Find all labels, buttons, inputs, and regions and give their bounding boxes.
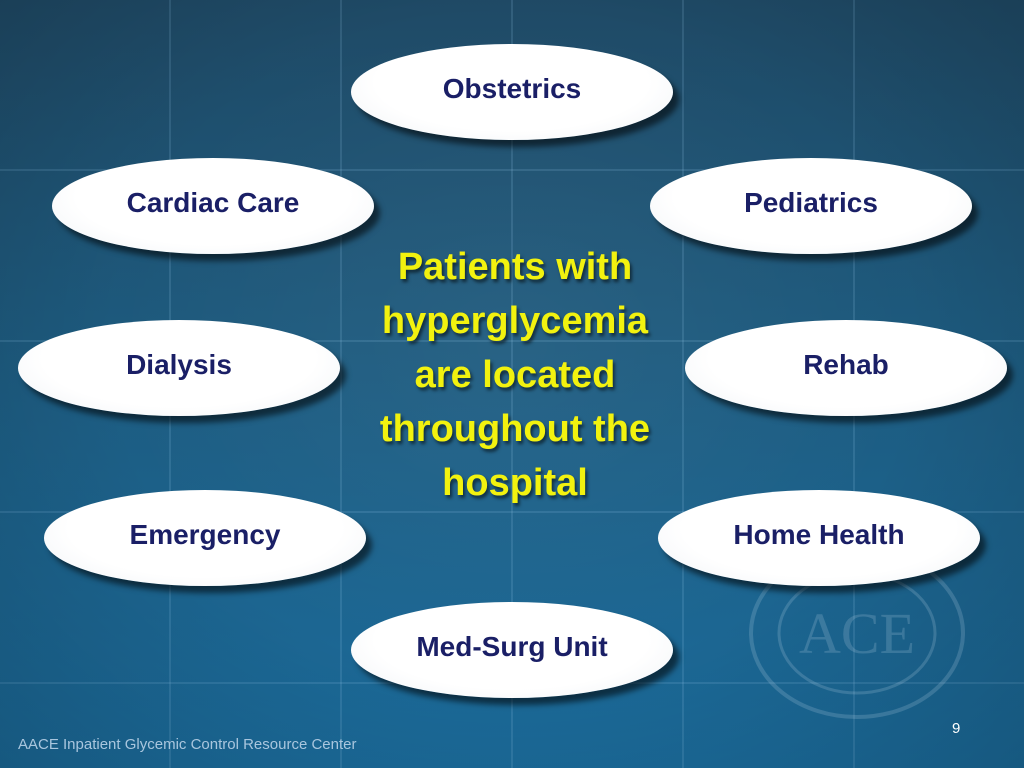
center-line: Patients with [397, 246, 633, 288]
seal-text: ACE [799, 601, 915, 666]
center-message: Patients with hyperglycemia are located … [345, 240, 685, 510]
oval-label-home-health: Home Health [733, 519, 905, 550]
oval-emergency: Emergency [44, 490, 366, 586]
center-line: hyperglycemia [381, 300, 649, 342]
oval-label-med-surg-unit: Med-Surg Unit [416, 631, 608, 662]
oval-rehab: Rehab [685, 320, 1007, 416]
aace-seal-watermark: ACE [749, 547, 965, 719]
oval-pediatrics: Pediatrics [650, 158, 972, 254]
oval-home-health: Home Health [658, 490, 980, 586]
oval-label-emergency: Emergency [129, 519, 281, 550]
oval-obstetrics: Obstetrics [351, 44, 673, 140]
center-line: hospital [442, 462, 588, 504]
oval-cardiac-care: Cardiac Care [52, 158, 374, 254]
oval-label-cardiac-care: Cardiac Care [126, 187, 300, 218]
oval-med-surg-unit: Med-Surg Unit [351, 602, 673, 698]
oval-label-rehab: Rehab [803, 349, 889, 380]
page-number: 9 [952, 720, 961, 737]
oval-label-dialysis: Dialysis [126, 349, 232, 380]
oval-label-pediatrics: Pediatrics [744, 187, 878, 218]
center-line: throughout the [379, 408, 651, 450]
center-line: are located [414, 354, 616, 396]
footer-text: AACE Inpatient Glycemic Control Resource… [18, 736, 357, 753]
oval-label-obstetrics: Obstetrics [442, 73, 582, 104]
oval-dialysis: Dialysis [18, 320, 340, 416]
